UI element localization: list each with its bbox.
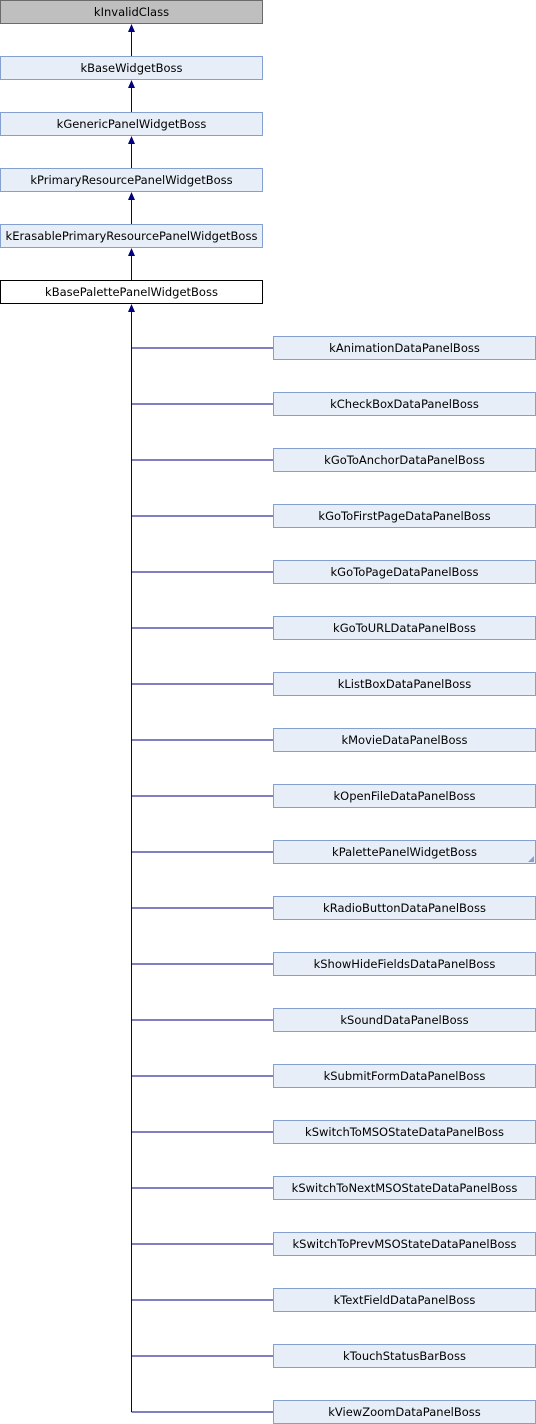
derived-class-node[interactable]: kViewZoomDataPanelBoss [273, 1400, 536, 1424]
more-subclasses-marker [528, 856, 534, 862]
derived-class-node[interactable]: kMovieDataPanelBoss [273, 728, 536, 752]
derived-class-node-label: kListBoxDataPanelBoss [337, 677, 472, 691]
derived-class-node-label: kViewZoomDataPanelBoss [328, 1405, 481, 1419]
inheritance-arrowhead [128, 24, 135, 32]
ancestor-node-kBaseWidgetBoss[interactable]: kBaseWidgetBoss [0, 56, 263, 80]
current-class-node-label: kBasePalettePanelWidgetBoss [45, 285, 218, 299]
derived-class-node[interactable]: kShowHideFieldsDataPanelBoss [273, 952, 536, 976]
derived-class-node-label: kGoToFirstPageDataPanelBoss [318, 509, 491, 523]
derived-class-node[interactable]: kCheckBoxDataPanelBoss [273, 392, 536, 416]
derived-class-node[interactable]: kSubmitFormDataPanelBoss [273, 1064, 536, 1088]
ancestor-node-kInvalidClass-label: kInvalidClass [93, 5, 170, 19]
ancestor-node-kErasablePrimaryResourcePanelWidgetBoss[interactable]: kErasablePrimaryResourcePanelWidgetBoss [0, 224, 263, 248]
inheritance-arrowhead [128, 248, 135, 256]
derived-class-node[interactable]: kSwitchToNextMSOStateDataPanelBoss [273, 1176, 536, 1200]
current-class-node: kBasePalettePanelWidgetBoss [0, 280, 263, 304]
derived-class-node-label: kGoToPageDataPanelBoss [330, 565, 479, 579]
inheritance-arrowhead [128, 136, 135, 144]
inheritance-arrowhead [128, 80, 135, 88]
ancestor-node-kBaseWidgetBoss-label: kBaseWidgetBoss [80, 61, 183, 75]
derived-class-node-label: kTouchStatusBarBoss [343, 1349, 466, 1363]
derived-class-node-label: kGoToURLDataPanelBoss [333, 621, 476, 635]
derived-class-node[interactable]: kRadioButtonDataPanelBoss [273, 896, 536, 920]
derived-class-node-label: kSwitchToMSOStateDataPanelBoss [305, 1125, 504, 1139]
derived-class-node-label: kRadioButtonDataPanelBoss [323, 901, 486, 915]
derived-class-node-label: kMovieDataPanelBoss [341, 733, 468, 747]
derived-class-node[interactable]: kOpenFileDataPanelBoss [273, 784, 536, 808]
derived-class-node-label: kSwitchToNextMSOStateDataPanelBoss [291, 1181, 518, 1195]
ancestor-node-kPrimaryResourcePanelWidgetBoss[interactable]: kPrimaryResourcePanelWidgetBoss [0, 168, 263, 192]
derived-class-node-label: kSoundDataPanelBoss [340, 1013, 469, 1027]
inheritance-arrowhead [128, 192, 135, 200]
derived-class-node[interactable]: kSwitchToMSOStateDataPanelBoss [273, 1120, 536, 1144]
derived-class-node[interactable]: kGoToFirstPageDataPanelBoss [273, 504, 536, 528]
derived-class-node[interactable]: kAnimationDataPanelBoss [273, 336, 536, 360]
derived-class-node-label: kPalettePanelWidgetBoss [332, 845, 477, 859]
derived-class-node-label: kShowHideFieldsDataPanelBoss [313, 957, 496, 971]
derived-class-node[interactable]: kGoToPageDataPanelBoss [273, 560, 536, 584]
derived-class-node[interactable]: kSwitchToPrevMSOStateDataPanelBoss [273, 1232, 536, 1256]
derived-class-node[interactable]: kTextFieldDataPanelBoss [273, 1288, 536, 1312]
ancestor-node-kPrimaryResourcePanelWidgetBoss-label: kPrimaryResourcePanelWidgetBoss [30, 173, 233, 187]
derived-class-node[interactable]: kSoundDataPanelBoss [273, 1008, 536, 1032]
derived-arrowhead [128, 304, 135, 312]
derived-class-node[interactable]: kTouchStatusBarBoss [273, 1344, 536, 1368]
derived-class-node-label: kTextFieldDataPanelBoss [333, 1293, 476, 1307]
derived-class-node[interactable]: kGoToURLDataPanelBoss [273, 616, 536, 640]
derived-class-node-label: kOpenFileDataPanelBoss [333, 789, 476, 803]
derived-class-node-label: kAnimationDataPanelBoss [329, 341, 480, 355]
derived-class-node-label: kSwitchToPrevMSOStateDataPanelBoss [292, 1237, 517, 1251]
derived-class-node[interactable]: kListBoxDataPanelBoss [273, 672, 536, 696]
ancestor-node-kGenericPanelWidgetBoss-label: kGenericPanelWidgetBoss [56, 117, 207, 131]
derived-class-node[interactable]: kPalettePanelWidgetBoss [273, 840, 536, 864]
derived-class-node-label: kCheckBoxDataPanelBoss [330, 397, 479, 411]
derived-class-node-label: kSubmitFormDataPanelBoss [323, 1069, 486, 1083]
ancestor-node-kGenericPanelWidgetBoss[interactable]: kGenericPanelWidgetBoss [0, 112, 263, 136]
derived-class-node-label: kGoToAnchorDataPanelBoss [324, 453, 485, 467]
ancestor-node-kInvalidClass[interactable]: kInvalidClass [0, 0, 263, 24]
ancestor-node-kErasablePrimaryResourcePanelWidgetBoss-label: kErasablePrimaryResourcePanelWidgetBoss [5, 229, 258, 243]
derived-class-node[interactable]: kGoToAnchorDataPanelBoss [273, 448, 536, 472]
